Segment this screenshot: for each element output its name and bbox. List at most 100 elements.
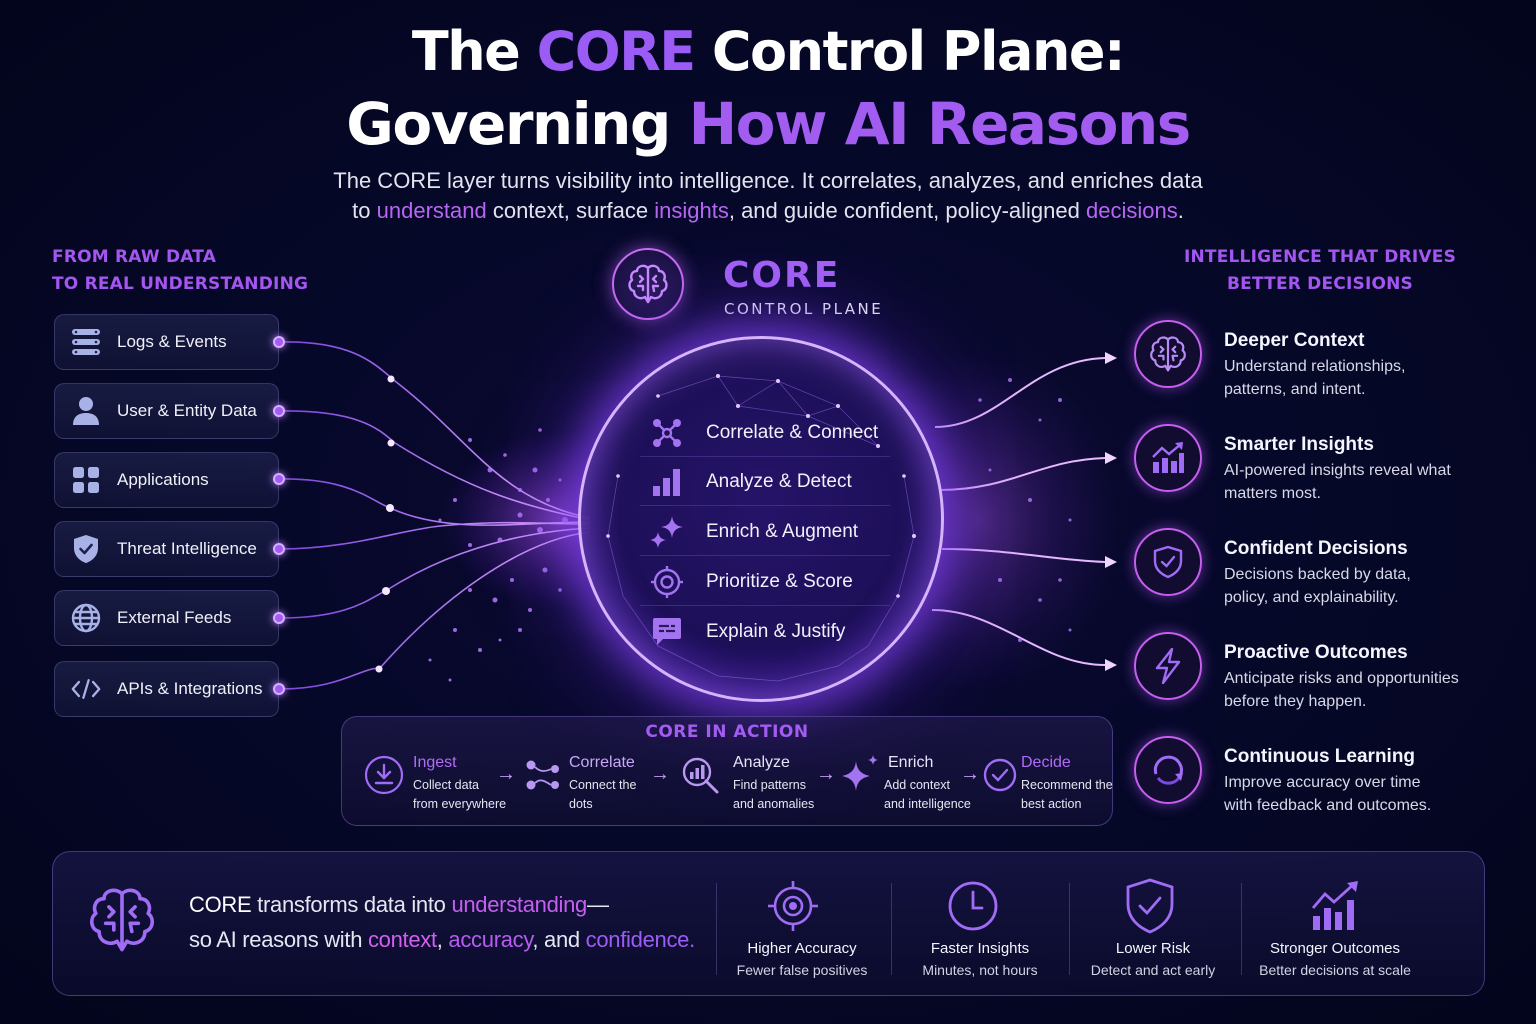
divider — [716, 883, 717, 975]
benefit-title-higher-accuracy: Higher Accuracy — [747, 940, 857, 957]
connector-dot — [273, 683, 285, 695]
shield-check-icon — [1153, 545, 1183, 579]
core-brand-name: CORE — [723, 255, 841, 296]
outcome-desc: Understand relationships,patterns, and i… — [1224, 358, 1406, 398]
subtitle-line1: The CORE layer turns visibility into int… — [333, 168, 1203, 193]
source-card-user-entity[interactable]: User & Entity Data — [54, 383, 279, 439]
step-title-ingest: Ingest — [413, 754, 457, 771]
source-card-logs-events[interactable]: Logs & Events — [54, 314, 279, 370]
arrow-right-icon: → — [816, 763, 836, 785]
outcome-desc: Decisions backed by data,policy, and exp… — [1224, 566, 1411, 606]
outcome-icon-badge — [1134, 528, 1202, 596]
code-icon — [71, 674, 101, 704]
page-title-line1: The CORE Control Plane: — [411, 20, 1126, 83]
shield-check-icon — [1122, 878, 1178, 934]
sphere-network-graphic — [606, 374, 916, 682]
outcome-title-smarter-insights: Smarter Insights — [1224, 434, 1374, 455]
outcome-icon-badge — [1134, 736, 1202, 804]
right-section-heading: INTELLIGENCE THAT DRIVES BETTER DECISION… — [1183, 247, 1457, 294]
subtitle-line2: to understand context, surface insights,… — [352, 198, 1184, 223]
brain-icon — [626, 262, 670, 306]
benefit-title-lower-risk: Lower Risk — [1115, 940, 1191, 957]
benefit-desc: Detect and act early — [1090, 962, 1216, 978]
step-title-enrich: Enrich — [888, 754, 934, 771]
outcome-icon-badge — [1134, 424, 1202, 492]
benefit-title-stronger-outcomes: Stronger Outcomes — [1269, 940, 1401, 957]
source-card-apis-integrations[interactable]: APIs & Integrations — [54, 661, 279, 717]
target-icon — [650, 565, 684, 599]
benefit-title-faster-insights: Faster Insights — [930, 940, 1030, 957]
capability-analyze-detect[interactable]: Analyze & Detect — [640, 458, 890, 506]
trending-chart-icon — [1151, 442, 1185, 474]
app-grid-icon — [71, 465, 101, 495]
page-title-line2: Governing How AI Reasons — [346, 90, 1192, 158]
connector-dot — [273, 473, 285, 485]
magnify-chart-icon — [680, 755, 720, 795]
connector-dot — [273, 336, 285, 348]
shield-check-icon — [71, 534, 101, 564]
capability-explain-justify[interactable]: Explain & Justify — [640, 608, 890, 656]
globe-icon — [71, 603, 101, 633]
outcome-title-confident-decisions: Confident Decisions — [1224, 538, 1408, 559]
connected-dots-icon — [523, 755, 563, 795]
connector-dot — [273, 612, 285, 624]
source-card-threat-intelligence[interactable]: Threat Intelligence — [54, 521, 279, 577]
left-section-heading: FROM RAW DATA TO REAL UNDERSTANDING — [52, 247, 309, 294]
refresh-cycle-icon — [1150, 752, 1186, 788]
arrow-right-icon: → — [650, 763, 670, 785]
title-accent-how-ai-reasons: How AI Reasons — [688, 90, 1192, 158]
step-title-analyze: Analyze — [733, 754, 790, 771]
outcome-icon-badge — [1134, 320, 1202, 388]
lightning-icon — [1154, 648, 1182, 684]
download-icon — [364, 755, 404, 795]
growth-chart-icon — [1308, 878, 1364, 934]
arrow-right-icon: → — [496, 763, 516, 785]
core-logo — [612, 248, 684, 320]
check-circle-icon — [980, 755, 1020, 795]
arrow-right-icon: → — [960, 763, 980, 785]
core-brand-subtitle: CONTROL PLANE — [724, 300, 884, 318]
crosshair-icon — [765, 878, 821, 934]
banner-line1: CORE transforms data into understanding— — [189, 892, 609, 917]
connector-dot — [273, 405, 285, 417]
clock-icon — [945, 878, 1001, 934]
step-title-decide: Decide — [1021, 754, 1071, 771]
banner-line2: so AI reasons with context, accuracy, an… — [189, 927, 695, 952]
outcome-title-continuous-learning: Continuous Learning — [1224, 746, 1416, 767]
benefit-desc: Fewer false positives — [736, 962, 868, 978]
sparkle-icon — [840, 755, 880, 795]
source-card-external-feeds[interactable]: External Feeds — [54, 590, 279, 646]
summary-banner — [52, 851, 1485, 996]
outcome-title-deeper-context: Deeper Context — [1224, 330, 1365, 351]
brain-icon — [1148, 334, 1188, 374]
network-nodes-icon — [650, 416, 684, 450]
core-sphere — [578, 336, 944, 702]
outcome-icon-badge — [1134, 632, 1202, 700]
connector-dot — [273, 543, 285, 555]
chat-message-icon — [650, 615, 684, 649]
capability-enrich-augment[interactable]: Enrich & Augment — [640, 508, 890, 556]
title-accent-core: CORE — [536, 20, 697, 83]
divider — [891, 883, 892, 975]
benefit-desc: Better decisions at scale — [1259, 962, 1411, 978]
capability-correlate-connect[interactable]: Correlate & Connect — [640, 409, 890, 457]
benefit-desc: Minutes, not hours — [922, 962, 1038, 978]
divider — [1069, 883, 1070, 975]
core-in-action-title: CORE IN ACTION — [645, 722, 809, 742]
source-card-applications[interactable]: Applications — [54, 452, 279, 508]
divider — [1241, 883, 1242, 975]
user-icon — [71, 396, 101, 426]
brain-icon — [86, 884, 158, 956]
sparkle-icon — [650, 515, 684, 549]
step-title-correlate: Correlate — [569, 754, 635, 771]
capability-prioritize-score[interactable]: Prioritize & Score — [640, 558, 890, 606]
outcome-title-proactive-outcomes: Proactive Outcomes — [1224, 642, 1408, 663]
